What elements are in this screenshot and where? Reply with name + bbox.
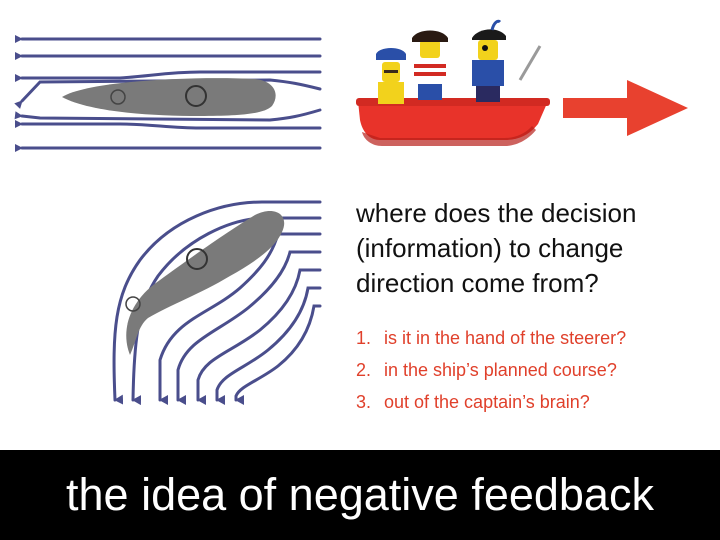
ship-hull-turning — [125, 211, 285, 355]
options-list: 1. is it in the hand of the steerer? 2. … — [356, 326, 716, 422]
flow-line — [14, 70, 322, 82]
ship-hull-straight — [62, 78, 276, 116]
flow-line — [158, 232, 322, 405]
option-text: out of the captain’s brain? — [384, 392, 590, 412]
center-pivot — [185, 85, 207, 107]
flow-line — [14, 78, 322, 109]
direction-arrow-icon — [563, 80, 688, 136]
rudder-pivot — [125, 296, 141, 312]
option-number: 2. — [356, 360, 372, 380]
flow-line — [112, 200, 322, 405]
lego-pirates-boat-image — [356, 19, 550, 146]
option-number: 1. — [356, 328, 372, 348]
option-item-1: 1. is it in the hand of the steerer? — [356, 326, 716, 358]
lego-pirate-3 — [472, 19, 542, 102]
flow-line — [234, 304, 322, 405]
straight-flow-diagram — [14, 35, 322, 152]
center-pivot — [186, 248, 208, 270]
flow-line — [14, 120, 322, 130]
flow-line — [131, 216, 322, 406]
lego-pirate-2 — [412, 30, 448, 100]
flow-line — [14, 108, 322, 122]
rudder-pivot — [110, 89, 126, 105]
flow-line — [176, 250, 322, 405]
option-item-2: 2. in the ship’s planned course? — [356, 358, 716, 390]
option-item-3: 3. out of the captain’s brain? — [356, 390, 716, 422]
title-banner: the idea of negative feedback — [0, 450, 720, 540]
question-text: where does the decision (information) to… — [356, 198, 637, 298]
flow-line — [196, 268, 322, 405]
option-text: in the ship’s planned course? — [384, 360, 617, 380]
flow-line — [215, 286, 322, 405]
option-number: 3. — [356, 392, 372, 412]
turning-flow-diagram — [112, 200, 322, 406]
option-text: is it in the hand of the steerer? — [384, 328, 627, 348]
lego-pirate-1 — [376, 48, 406, 104]
